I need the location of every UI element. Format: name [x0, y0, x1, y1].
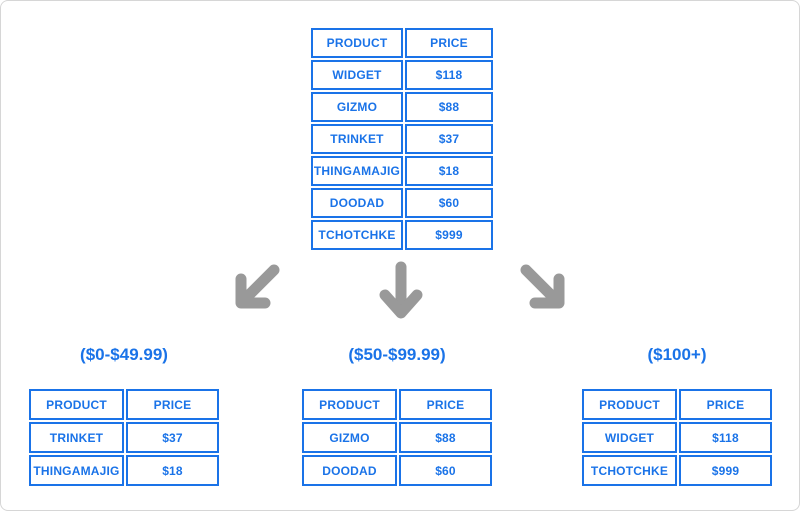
table-cell: TRINKET	[311, 124, 403, 154]
price-range-label-high: ($100+)	[647, 345, 707, 364]
arrow-down-left-icon	[235, 264, 280, 309]
table-cell: GIZMO	[302, 422, 397, 453]
table-cell: $118	[405, 60, 493, 90]
table-cell: $18	[405, 156, 493, 186]
table-cell: TCHOTCHKE	[311, 220, 403, 250]
table-cell: $999	[405, 220, 493, 250]
branch-table-header-product: PRODUCT	[302, 389, 397, 420]
table-cell: $999	[679, 455, 772, 486]
table-cell: WIDGET	[311, 60, 403, 90]
table-cell: THINGAMAJIG	[311, 156, 403, 186]
table-cell: $118	[679, 422, 772, 453]
arrow-down-right-icon	[520, 264, 565, 309]
source-table-header-price: PRICE	[405, 28, 493, 58]
table-cell: $88	[399, 422, 492, 453]
table-cell: $60	[399, 455, 492, 486]
branch-table-header-price: PRICE	[126, 389, 219, 420]
branch-table-header-product: PRODUCT	[582, 389, 677, 420]
branch-table-high: PRODUCT PRICE WIDGET $118 TCHOTCHKE $999	[582, 389, 772, 486]
table-cell: $37	[405, 124, 493, 154]
price-range-label-mid: ($50-$99.99)	[348, 345, 446, 364]
table-cell: GIZMO	[311, 92, 403, 122]
table-cell: TRINKET	[29, 422, 124, 453]
price-range-label-low: ($0-$49.99)	[80, 345, 168, 364]
arrow-down-icon	[379, 261, 423, 319]
source-table-header-product: PRODUCT	[311, 28, 403, 58]
branch-table-header-price: PRICE	[399, 389, 492, 420]
source-products-table: PRODUCT PRICE WIDGET $118 GIZMO $88 TRIN…	[311, 28, 493, 250]
table-cell: TCHOTCHKE	[582, 455, 677, 486]
table-cell: WIDGET	[582, 422, 677, 453]
branch-table-header-price: PRICE	[679, 389, 772, 420]
branch-table-mid: PRODUCT PRICE GIZMO $88 DOODAD $60	[302, 389, 492, 486]
branch-table-header-product: PRODUCT	[29, 389, 124, 420]
table-cell: $88	[405, 92, 493, 122]
table-cell: DOODAD	[311, 188, 403, 218]
table-cell: DOODAD	[302, 455, 397, 486]
table-cell: $18	[126, 455, 219, 486]
table-cell: THINGAMAJIG	[29, 455, 124, 486]
branch-table-low: PRODUCT PRICE TRINKET $37 THINGAMAJIG $1…	[29, 389, 219, 486]
table-cell: $60	[405, 188, 493, 218]
table-cell: $37	[126, 422, 219, 453]
